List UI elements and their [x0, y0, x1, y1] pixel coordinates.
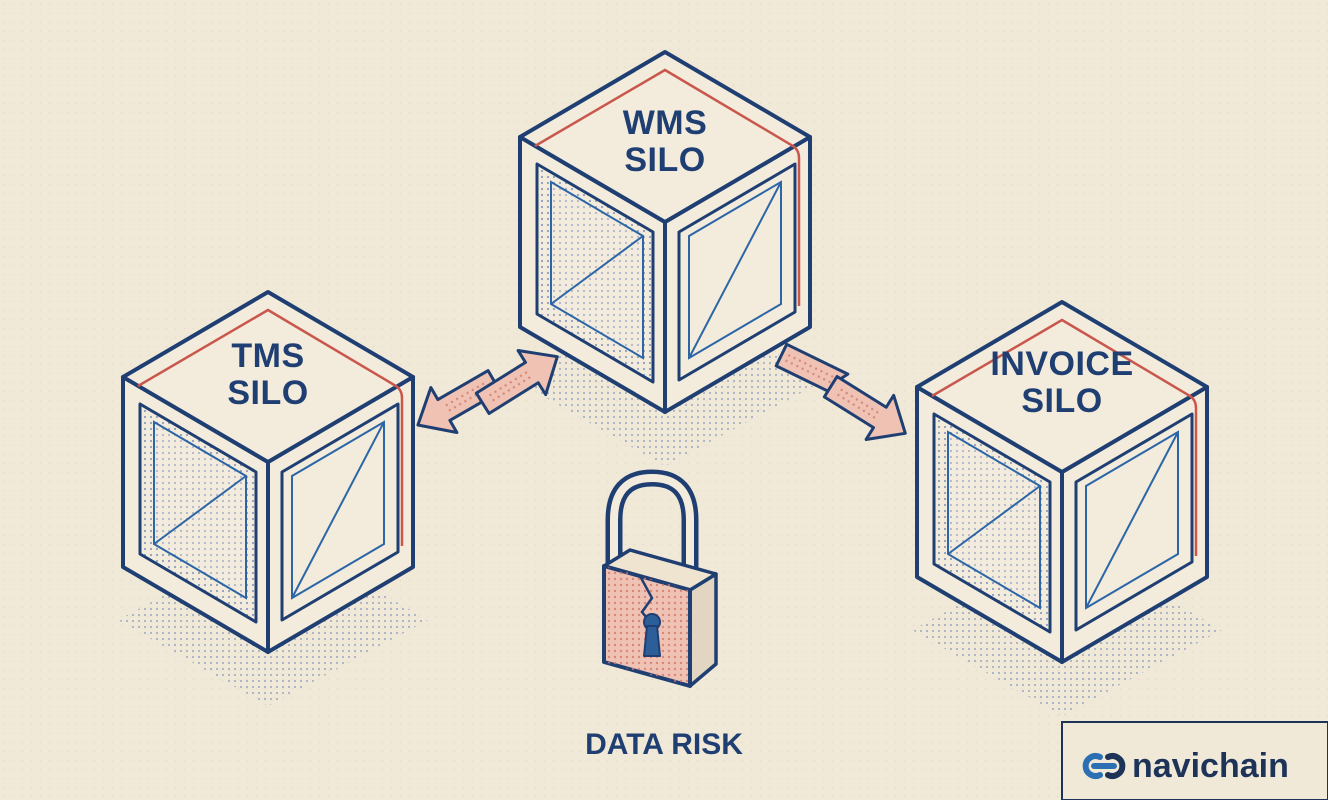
data-risk-label: DATA RISK	[585, 728, 743, 761]
brand-name: navichain	[1132, 747, 1289, 785]
silo-cube-invoice: INVOICE SILO	[910, 300, 1224, 718]
padlock-icon	[600, 469, 718, 688]
silo-label-wms-line2: SILO	[624, 141, 705, 179]
silo-label-tms-line2: SILO	[227, 374, 308, 412]
silo-label-invoice-line1: INVOICE	[990, 345, 1133, 383]
silo-label-wms-line1: WMS	[623, 104, 708, 142]
silo-cube-wms: WMS SILO	[513, 50, 827, 468]
brand-badge: navichain	[1061, 721, 1328, 800]
silo-label-tms-line1: TMS	[231, 337, 304, 375]
silo-label-invoice-line2: SILO	[1021, 382, 1102, 420]
chain-link-icon	[1082, 753, 1126, 779]
silo-cube-tms: TMS SILO	[116, 290, 430, 708]
